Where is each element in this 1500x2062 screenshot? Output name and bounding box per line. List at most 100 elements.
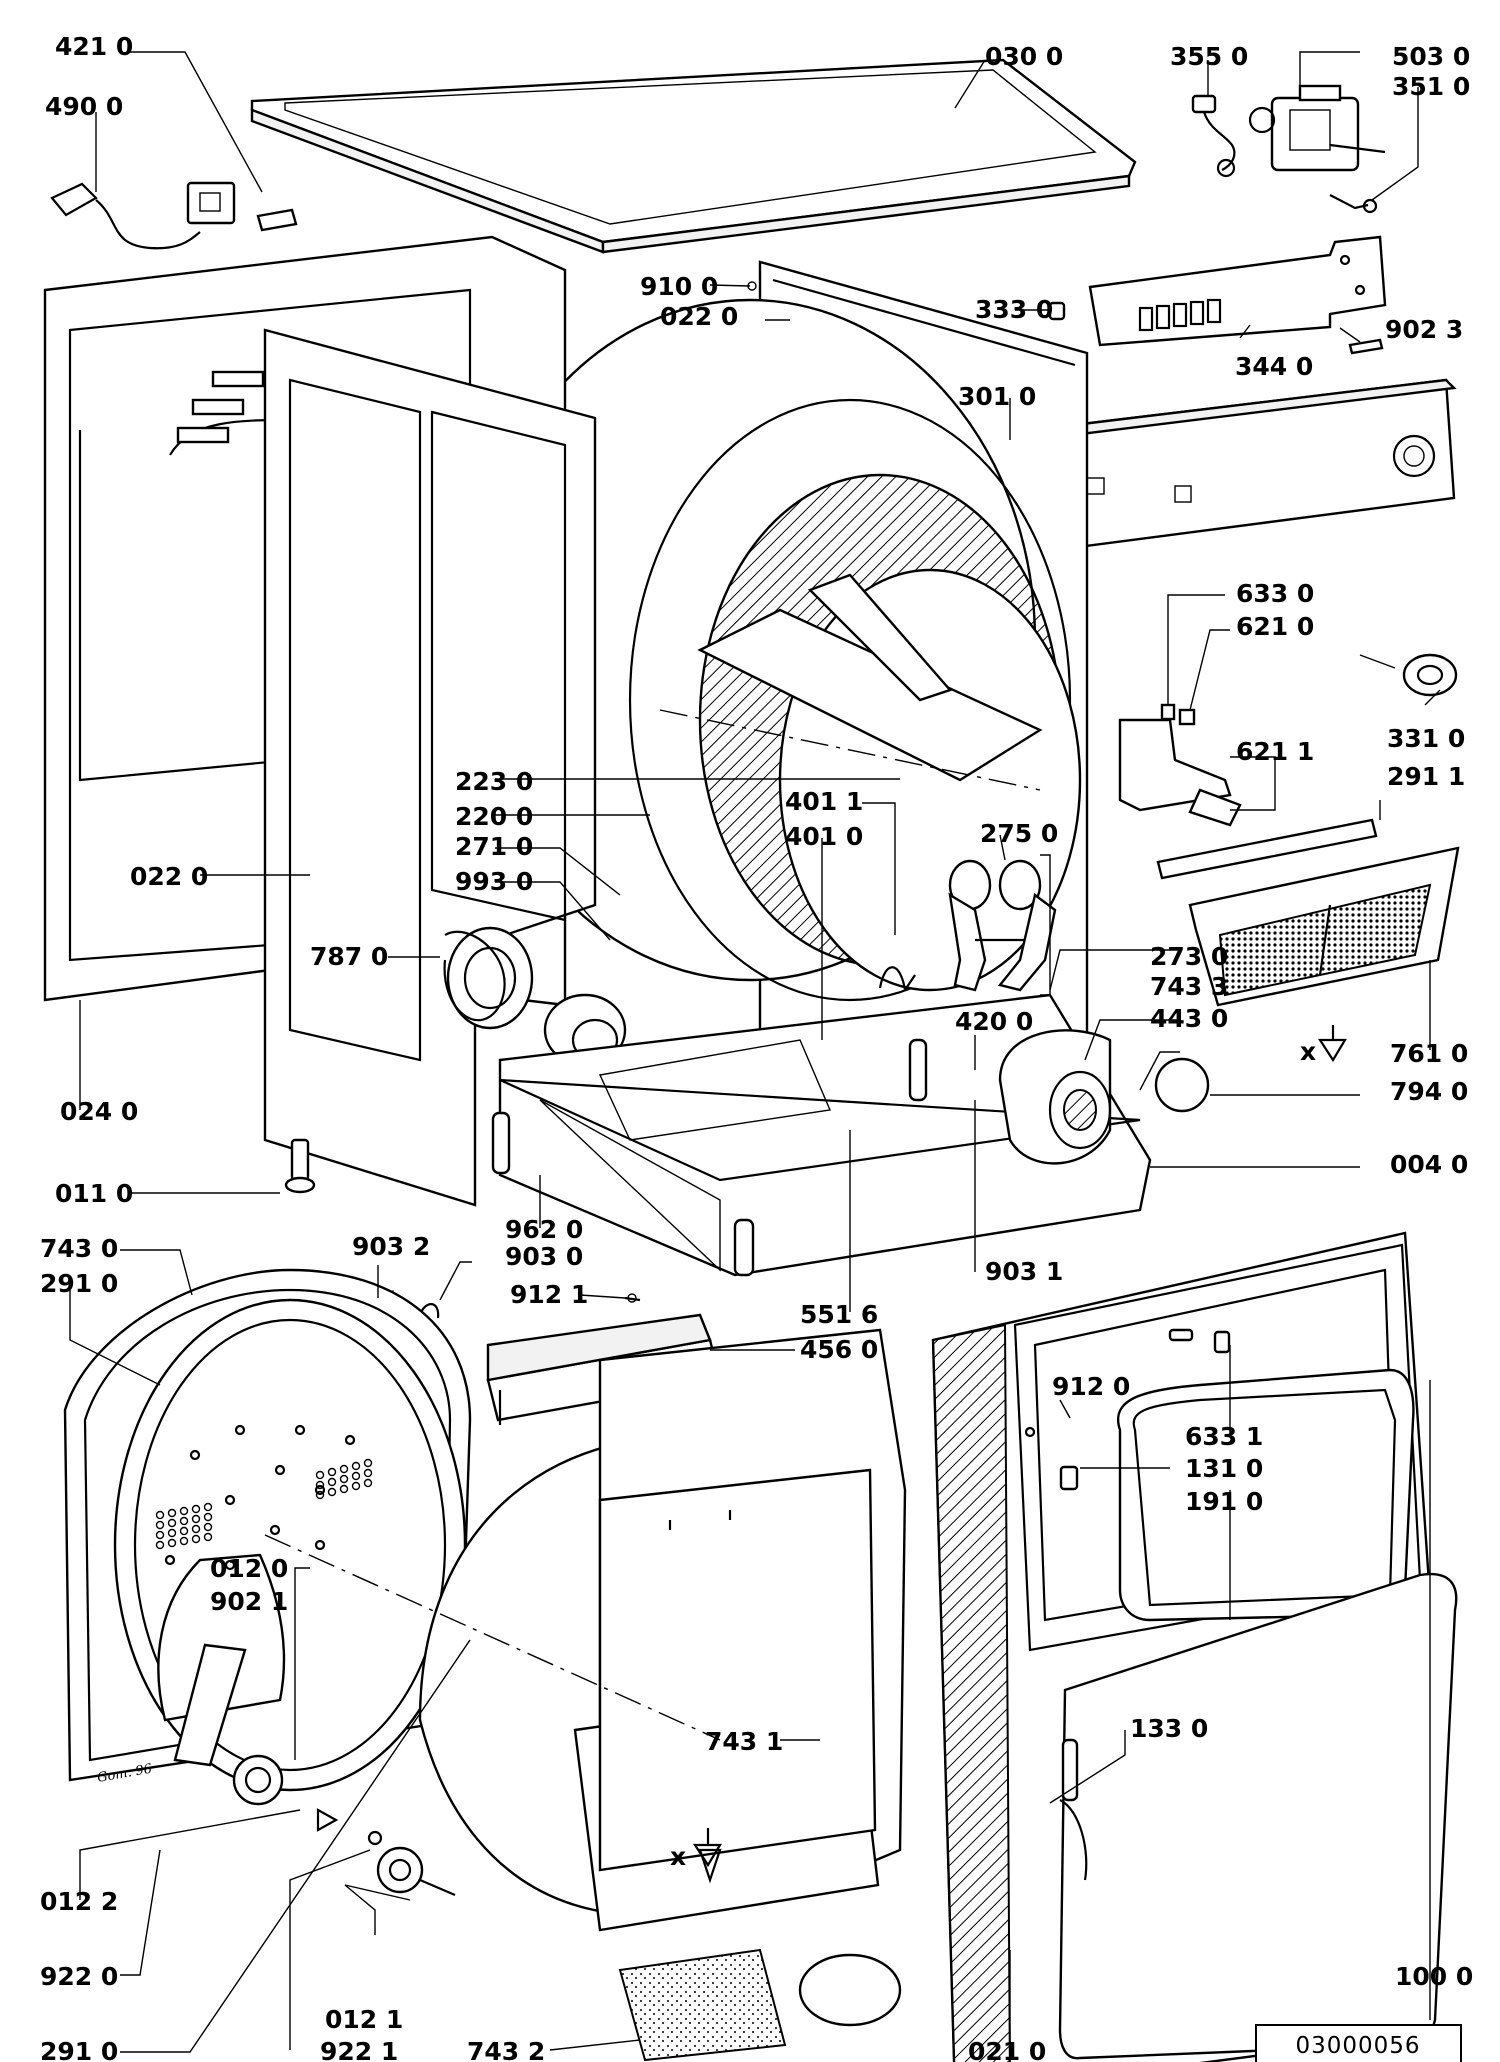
vent-hole: [351, 1471, 361, 1481]
part-number-label: 011 0: [55, 1179, 133, 1208]
vent-hole: [351, 1461, 361, 1471]
part-number-label: 351 0: [1392, 72, 1470, 101]
part-number-label: 223 0: [455, 767, 533, 796]
door-outer-panel: [1058, 1572, 1458, 2060]
vent-hole: [363, 1478, 373, 1488]
vent-hole: [274, 1464, 286, 1476]
part-number-label: 633 1: [1185, 1422, 1263, 1451]
vent-hole: [155, 1540, 165, 1550]
vent-hole: [191, 1524, 201, 1534]
document-number-box: [1255, 2024, 1462, 2062]
control-board: [747, 235, 1387, 355]
part-number-label: 133 0: [1130, 1714, 1208, 1743]
part-number-label: 291 1: [1387, 762, 1465, 791]
svg-text:x: x: [670, 1842, 686, 1871]
part-number-label: 902 3: [1385, 315, 1463, 344]
part-number-label: 333 0: [975, 295, 1053, 324]
part-number-label: 490 0: [45, 92, 123, 121]
part-number-label: 355 0: [1170, 42, 1248, 71]
vent-hole: [327, 1477, 337, 1487]
part-number-label: 100 0: [1395, 1962, 1473, 1991]
vent-hole: [155, 1520, 165, 1530]
part-number-label: 794 0: [1390, 1077, 1468, 1106]
part-number-label: 331 0: [1387, 724, 1465, 753]
part-number-label: 131 0: [1185, 1454, 1263, 1483]
part-number-label: 621 0: [1236, 612, 1314, 641]
drum: [463, 298, 1082, 1002]
part-number-label: 787 0: [310, 942, 388, 971]
part-number-label: 903 2: [352, 1232, 430, 1261]
part-number-label: 022 0: [660, 302, 738, 331]
vent-hole: [167, 1508, 177, 1518]
vent-hole: [203, 1522, 213, 1532]
vent-hole: [315, 1480, 325, 1490]
vent-hole: [315, 1470, 325, 1480]
rear-cover-vent-holes: [155, 1424, 373, 1571]
part-number-label: 902 1: [210, 1587, 288, 1616]
part-number-label: 912 1: [510, 1280, 588, 1309]
part-number-label: 993 0: [455, 867, 533, 896]
part-number-label: 012 0: [210, 1554, 288, 1583]
vent-hole: [203, 1502, 213, 1512]
vent-hole: [363, 1468, 373, 1478]
vent-hole: [314, 1484, 326, 1496]
part-number-label: 030 0: [985, 42, 1063, 71]
gasket-ring: [1154, 1057, 1210, 1113]
vent-hole: [155, 1510, 165, 1520]
part-number-label: 761 0: [1390, 1039, 1468, 1068]
vent-hole: [339, 1474, 349, 1484]
lint-filter: [1156, 818, 1460, 1007]
vent-hole: [179, 1536, 189, 1546]
power-cord-and-filter: [50, 181, 298, 250]
vent-hole: [315, 1490, 325, 1500]
part-number-label: 291 0: [40, 2037, 118, 2062]
part-number-label: 443 0: [1150, 1004, 1228, 1033]
part-number-label: 743 1: [705, 1727, 783, 1756]
part-number-label: 621 1: [1236, 737, 1314, 766]
front-cover: [418, 1328, 907, 2062]
document-number: 03000056: [1295, 2033, 1420, 2059]
vent-hole: [339, 1464, 349, 1474]
part-number-label: 021 0: [968, 2037, 1046, 2062]
part-number-label: 503 0: [1392, 42, 1470, 71]
part-number-label: 903 0: [505, 1242, 583, 1271]
part-number-label: 456 0: [800, 1335, 878, 1364]
part-number-label: 420 0: [955, 1007, 1033, 1036]
vent-hole: [179, 1526, 189, 1536]
part-number-label: 743 0: [40, 1234, 118, 1263]
vent-hole: [191, 1514, 201, 1524]
vent-hole: [164, 1554, 176, 1566]
part-number-label: 344 0: [1235, 352, 1313, 381]
timer-unit: [1248, 84, 1386, 214]
part-number-label: 743 3: [1150, 972, 1228, 1001]
vent-hole: [203, 1532, 213, 1542]
part-number-label: 962 0: [505, 1215, 583, 1244]
control-knob: [1359, 653, 1458, 697]
part-number-label: 301 0: [958, 382, 1036, 411]
part-number-label: 220 0: [455, 802, 533, 831]
vent-hole: [327, 1487, 337, 1497]
vent-hole: [224, 1559, 236, 1571]
part-number-label: 271 0: [455, 832, 533, 861]
vent-hole: [155, 1530, 165, 1540]
part-number-label: 024 0: [60, 1097, 138, 1126]
part-number-label: 910 0: [640, 272, 718, 301]
svg-text:x: x: [1300, 1037, 1316, 1066]
vent-hole: [234, 1424, 246, 1436]
part-number-label: 912 0: [1052, 1372, 1130, 1401]
vent-hole: [351, 1481, 361, 1491]
vent-hole: [191, 1504, 201, 1514]
part-number-label: 275 0: [980, 819, 1058, 848]
vent-hole: [167, 1518, 177, 1528]
vent-hole: [189, 1449, 201, 1461]
leader-lines: [69, 51, 1441, 2053]
vent-hole: [167, 1538, 177, 1548]
part-number-label: 291 0: [40, 1269, 118, 1298]
vent-hole: [339, 1484, 349, 1494]
belt-tensioner: [948, 854, 1057, 996]
part-number-label: 401 1: [785, 787, 863, 816]
part-number-label: 922 1: [320, 2037, 398, 2062]
rear-cover: [63, 1268, 472, 1832]
